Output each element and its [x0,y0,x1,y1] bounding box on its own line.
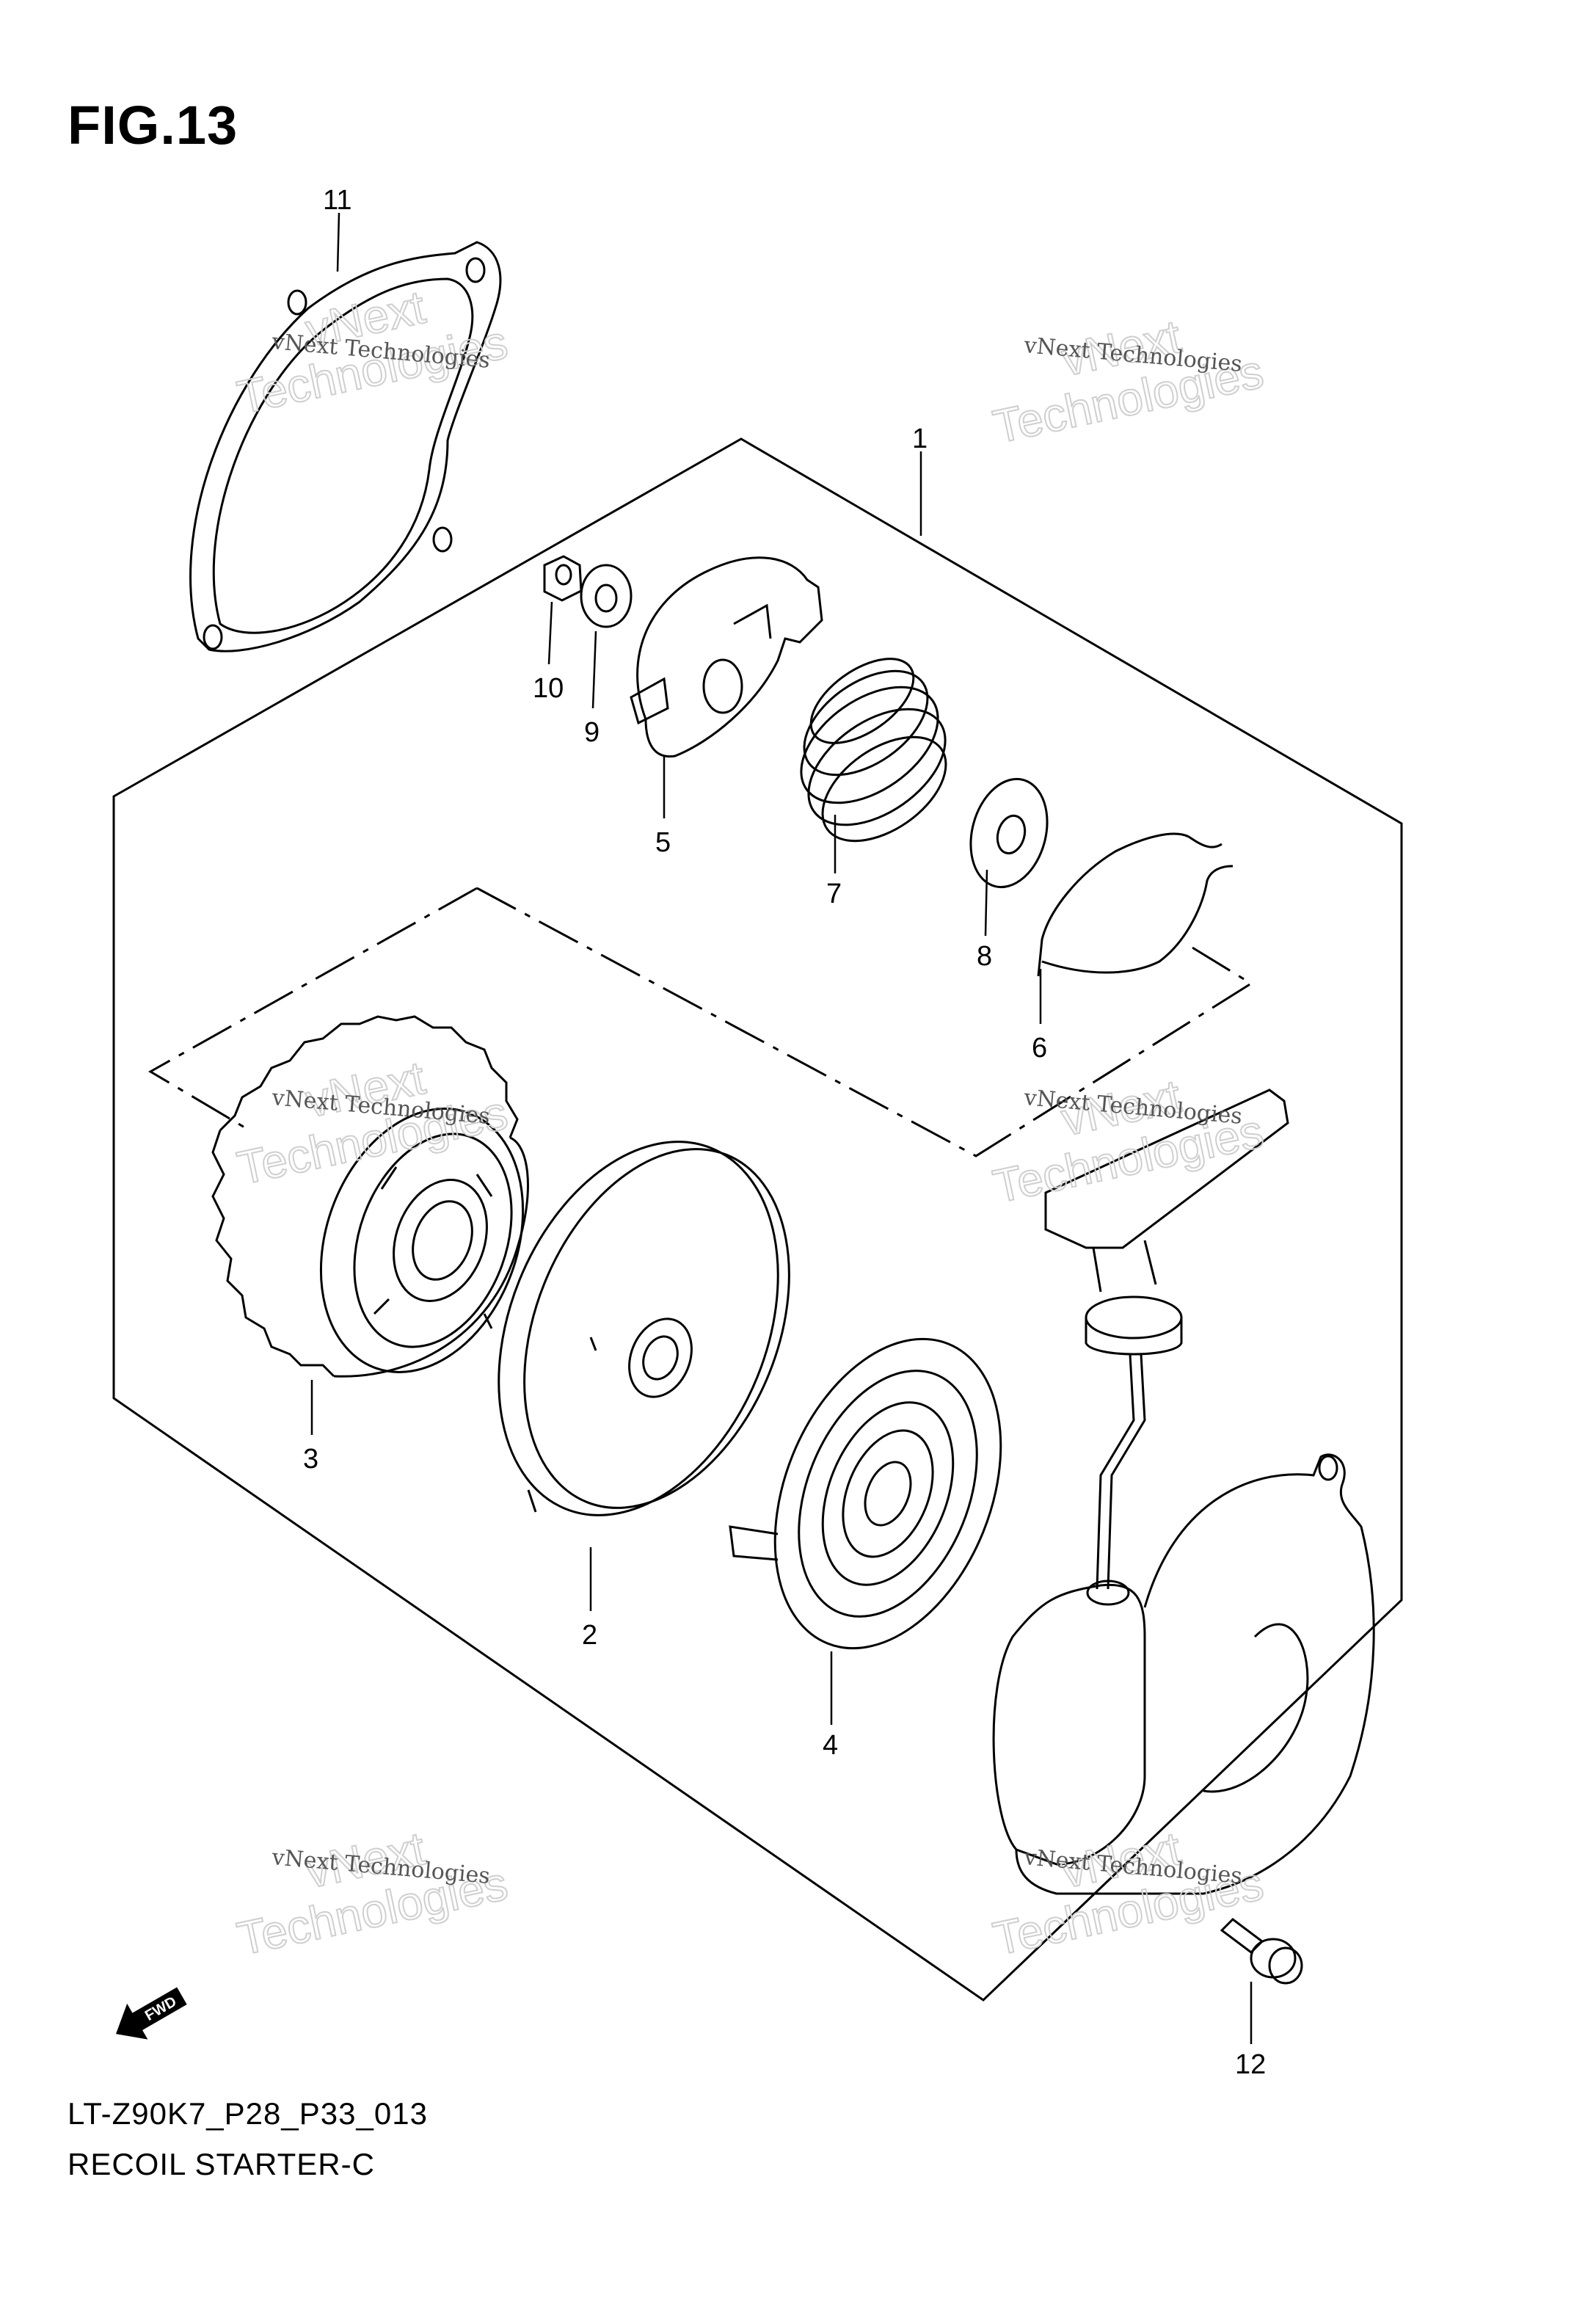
callout-labels: 1 2 3 4 5 6 7 8 9 10 11 12 [303,185,1266,2080]
part-11-gasket [189,241,502,652]
footer-figure-name: RECOIL STARTER-C [68,2147,375,2181]
callout-8: 8 [977,941,992,972]
callout-6: 6 [1032,1033,1047,1064]
part-2-reel [498,1141,790,1516]
part-10-nut [543,555,583,602]
recoil-case [992,1453,1375,1895]
callout-4: 4 [823,1730,838,1761]
recoil-handle [1044,1088,1289,1590]
watermarks: vNext Technologies vNext Technologies vN… [232,280,1268,1966]
part-3-gear [211,1015,529,1378]
leader-lines [310,212,1253,2044]
assembly-outline [112,437,1403,2002]
part-8-washer [969,777,1049,889]
watermark: vNext Technologies [988,1069,1268,1214]
part-7-spring [800,658,947,843]
figure-title: FIG.13 [68,95,238,156]
part-6-clip [1037,832,1234,977]
callout-3: 3 [303,1444,318,1475]
callout-5: 5 [655,827,671,858]
subassembly-outline [147,887,478,1132]
callout-11: 11 [323,185,351,216]
callout-2: 2 [582,1620,597,1651]
part-4-spiral-spring [729,1337,1002,1650]
part-9-washer [580,564,633,628]
part-5-ratchet [630,556,823,758]
callout-10: 10 [533,673,564,704]
part-12-bolt [1220,1918,1303,1985]
callout-1: 1 [912,423,928,454]
callout-9: 9 [584,717,600,748]
footer-figure-code: LT-Z90K7_P28_P33_013 [68,2096,428,2131]
callout-7: 7 [826,879,842,909]
fwd-arrow-icon: FWD [115,1987,187,2040]
callout-12: 12 [1235,2049,1266,2080]
